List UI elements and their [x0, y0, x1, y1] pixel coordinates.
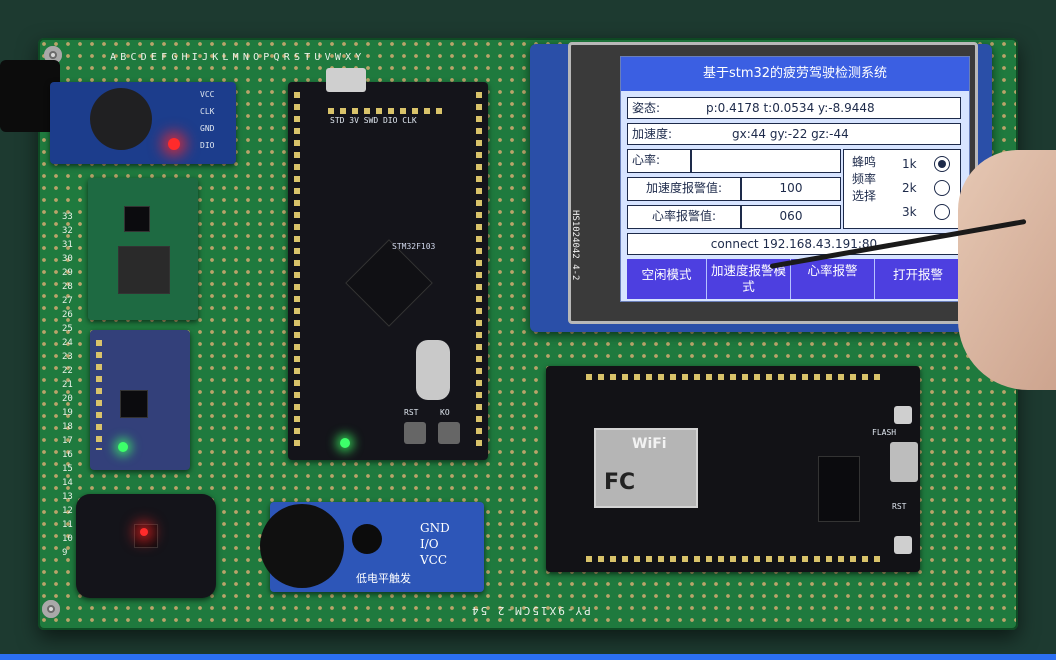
usb-port: [326, 68, 366, 92]
buzzer-icon: [260, 504, 344, 588]
swd-header-pins: [328, 108, 448, 114]
display-power-module: VCC CLK GND DIO: [50, 82, 236, 164]
posture-row: 姿态: p:0.4178 t:0.0534 y:-8.9448: [627, 97, 961, 119]
pin-label: GND: [200, 124, 215, 133]
display-model-text: HS1024042 4-2: [570, 210, 580, 281]
buzzer-frequency-label: 蜂鸣 频率 选择: [852, 155, 877, 203]
pin-label: VCC: [200, 90, 215, 99]
lcd-screen[interactable]: 基于stm32的疲劳驾驶检测系统 姿态: p:0.4178 t:0.0534 y…: [620, 56, 970, 302]
open-alarm-button[interactable]: 打开报警: [875, 259, 961, 299]
regulator-chip: [124, 206, 150, 232]
right-header-pins: [476, 92, 482, 452]
pin-label: CLK: [200, 107, 215, 116]
stm32-core-board: STD 3V SWD DIO CLK STM32F103 RST KO: [288, 68, 488, 460]
freq-option-label: 2k: [902, 181, 917, 195]
micro-usb-port: [890, 442, 918, 482]
esp8266-nodemcu-board: WiFi FC FLASH RST: [546, 366, 920, 572]
power-led-icon: [340, 438, 350, 448]
top-header-pins: [586, 374, 886, 380]
power-jack-body: [90, 88, 152, 150]
accel-alarm-label: 加速度报警值:: [627, 177, 741, 201]
freq-1k-radio[interactable]: [934, 156, 950, 172]
power-led-icon: [168, 138, 180, 150]
heart-alarm-value[interactable]: 060: [741, 205, 841, 229]
mcu-chip-label: STM32F103: [392, 242, 436, 251]
video-progress-bar: [0, 654, 1056, 660]
buck-converter-module: [88, 178, 198, 320]
user-key-label: KO: [440, 408, 450, 417]
freq-3k-radio[interactable]: [934, 204, 950, 220]
connect-status: connect 192.168.43.191:80: [710, 237, 878, 251]
heart-rate-value: [691, 149, 841, 173]
esp-reset-button[interactable]: [894, 536, 912, 554]
fc-mark: FC: [604, 470, 636, 495]
esp12-shield-can: WiFi FC: [594, 428, 698, 508]
mcu-chip: [345, 239, 433, 327]
freq-2k-radio[interactable]: [934, 180, 950, 196]
crystal-oscillator: [416, 340, 450, 400]
heart-rate-label: 心率:: [627, 149, 691, 173]
bottom-header-pins: [586, 556, 886, 562]
heart-alarm-button[interactable]: 心率报警: [791, 259, 875, 299]
user-finger: [958, 150, 1056, 390]
buzzer-frequency-group: 蜂鸣 频率 选择 1k 2k 3k: [843, 149, 961, 229]
inductor: [118, 246, 170, 294]
header-pins: [96, 340, 102, 450]
heart-rate-sensor-module: [76, 494, 216, 598]
posture-label: 姿态:: [632, 101, 661, 115]
imu-chip: [120, 390, 148, 418]
mount-hole-icon: [42, 600, 60, 618]
reset-button[interactable]: [404, 422, 426, 444]
swd-labels: STD 3V SWD DIO CLK: [330, 116, 417, 125]
wifi-logo: WiFi: [632, 436, 667, 452]
left-header-pins: [294, 92, 300, 452]
mount-hole-icon: [44, 46, 62, 64]
freq-option-label: 3k: [902, 205, 917, 219]
buzzer-pin-vcc: VCC: [420, 553, 448, 567]
board-row-numbers: 33 32 31 30 29 28 27 26 25 24 23 22 21 2…: [62, 212, 73, 558]
usb-serial-chip: [818, 456, 860, 522]
user-key-button[interactable]: [438, 422, 460, 444]
status-led-icon: [118, 442, 128, 452]
lcd-title: 基于stm32的疲劳驾驶检测系统: [621, 57, 969, 91]
idle-mode-button[interactable]: 空闲模式: [627, 259, 707, 299]
buzzer-caption: 低电平触发: [356, 572, 411, 585]
accel-alarm-value[interactable]: 100: [741, 177, 841, 201]
accel-value: gx:44 gy:-22 gz:-44: [732, 127, 849, 141]
flash-button[interactable]: [894, 406, 912, 424]
posture-value: p:0.4178 t:0.0534 y:-8.9448: [706, 101, 875, 115]
accel-label: 加速度:: [632, 127, 673, 141]
reset-button-label: RST: [404, 408, 419, 417]
buzzer-module: GND I/O VCC 低电平触发: [260, 502, 484, 592]
accel-row: 加速度: gx:44 gy:-22 gz:-44: [627, 123, 961, 145]
sensor-led-icon: [140, 528, 148, 536]
mpu6050-sensor-module: [90, 330, 190, 470]
board-column-letters: ABCDEFGHIJKLMNOPQRSTUVWXY: [110, 52, 366, 63]
flash-button-label: FLASH: [872, 428, 897, 437]
esp-reset-label: RST: [892, 502, 907, 511]
heart-alarm-label: 心率报警值:: [627, 205, 741, 229]
pin-label: DIO: [200, 141, 215, 150]
freq-option-label: 1k: [902, 157, 917, 171]
transistor: [352, 524, 382, 554]
buzzer-pin-io: I/O: [420, 537, 439, 551]
buzzer-pin-gnd: GND: [420, 521, 450, 535]
pcb-model-code: PY-9X15CM-2 54: [470, 604, 591, 617]
